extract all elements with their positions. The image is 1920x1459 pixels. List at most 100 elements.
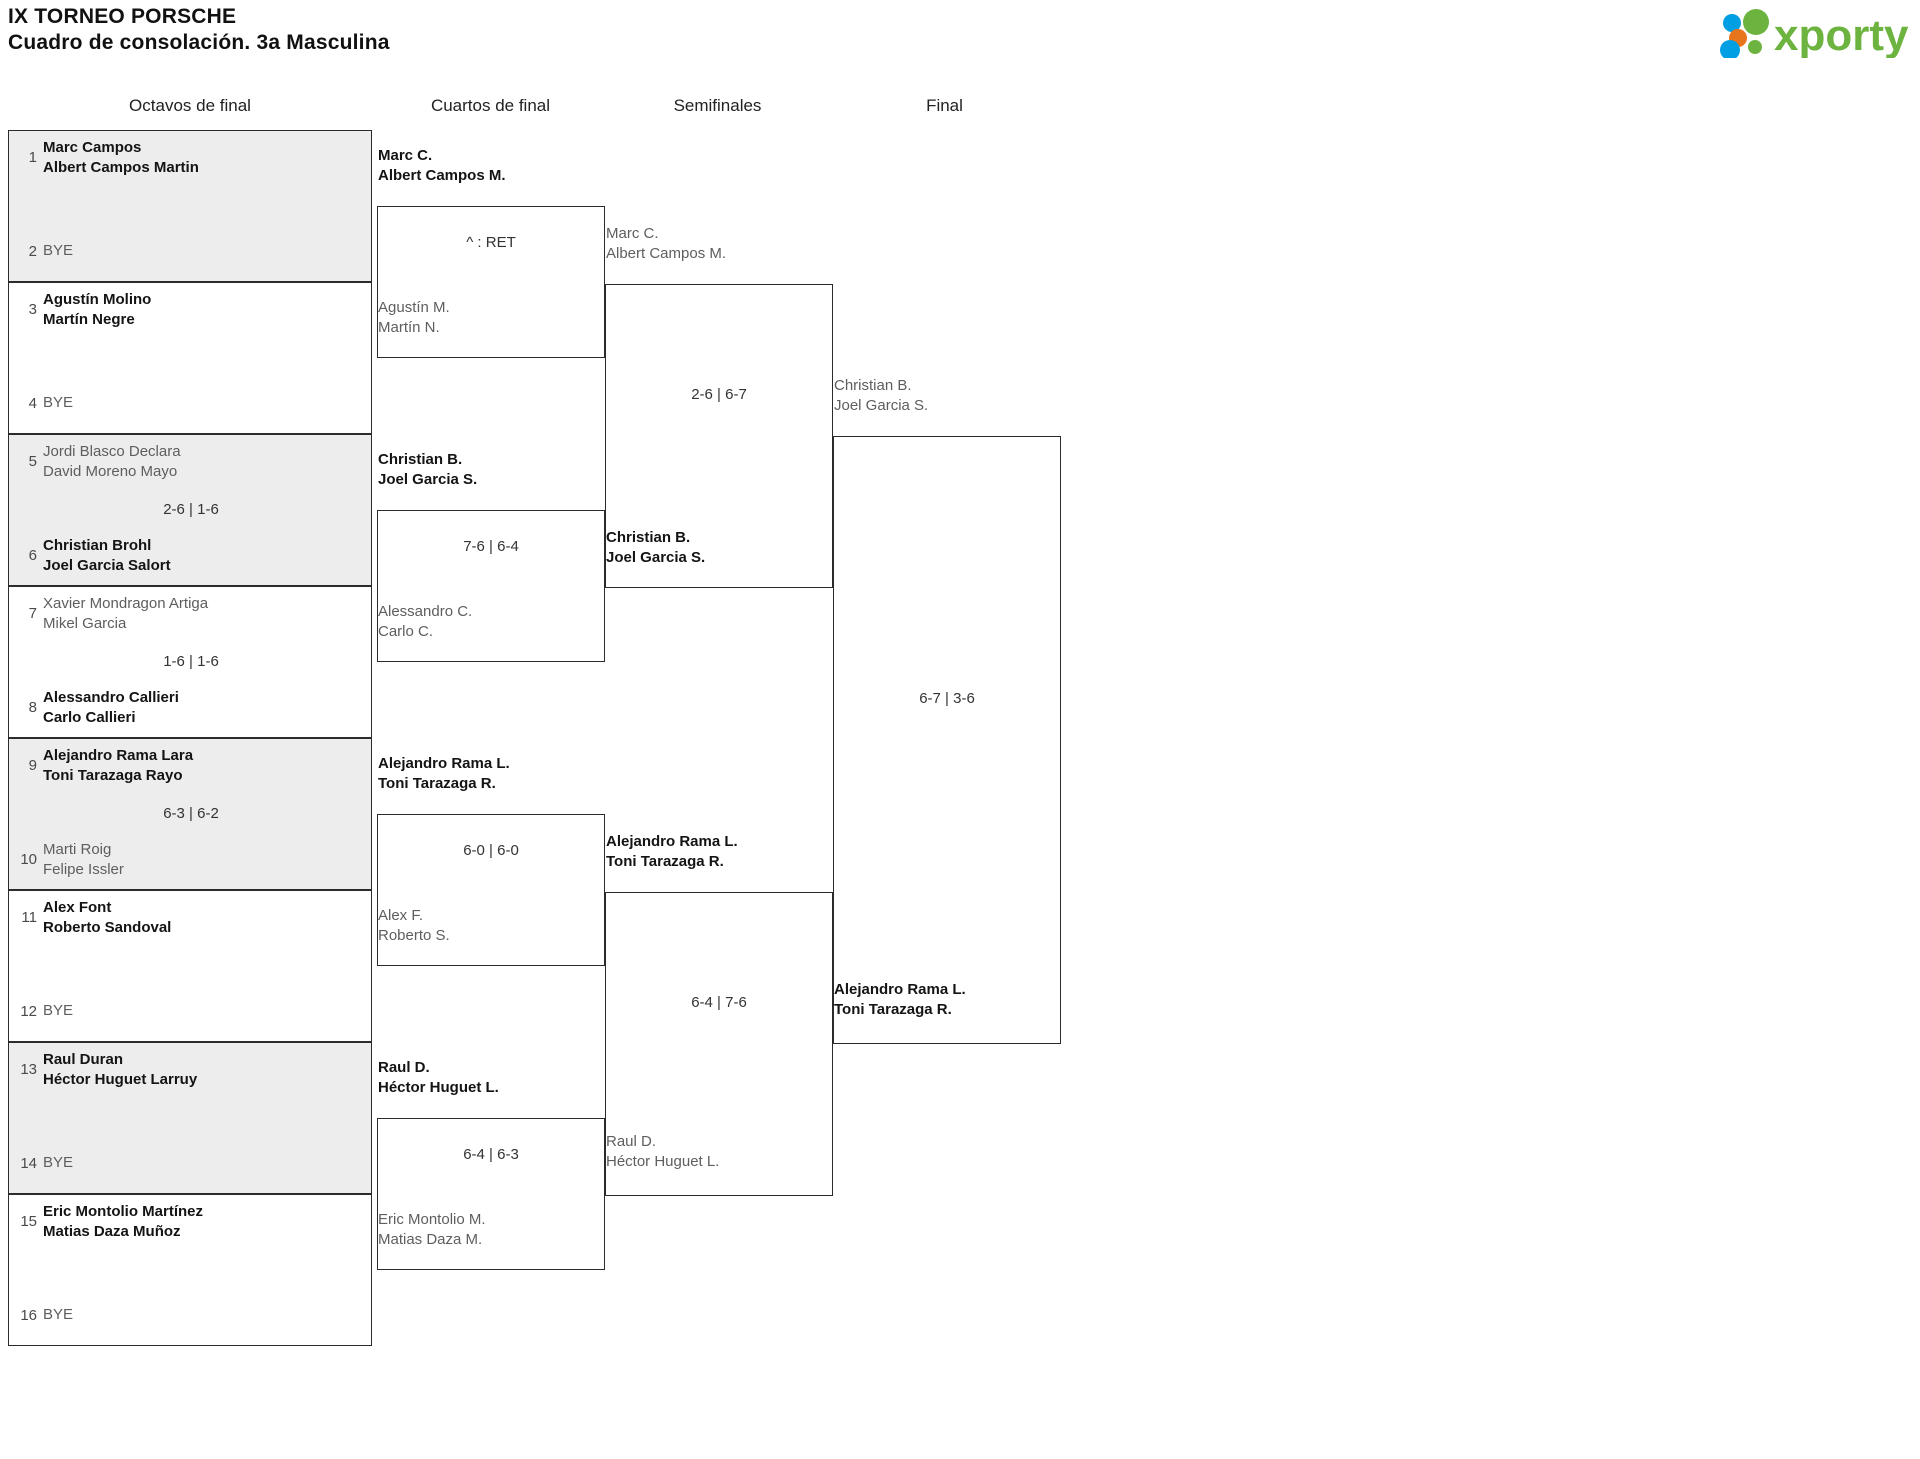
- r1-match-7[interactable]: 13 Raul Duran Héctor Huguet Larruy 14 BY…: [8, 1042, 372, 1194]
- qf-4-bottom-names[interactable]: Eric Montolio M. Matias Daza M.: [378, 1210, 486, 1250]
- sf-1-top-names[interactable]: Marc C. Albert Campos M.: [606, 224, 726, 264]
- r1-match-score: 6-3 | 6-2: [163, 805, 219, 822]
- player-line-2: Matias Daza Muñoz: [43, 1223, 181, 1240]
- tournament-name: IX TORNEO PORSCHE: [8, 5, 237, 28]
- round-heading-r16: Octavos de final: [129, 96, 251, 115]
- logo-wordmark: xporty: [1774, 11, 1909, 58]
- qf-3-score: 6-0 | 6-0: [463, 842, 519, 859]
- qf-3-bottom-names[interactable]: Alex F. Roberto S.: [378, 906, 450, 946]
- r1-slot-seed-12[interactable]: 12 BYE: [9, 991, 373, 1033]
- player-line-2: Albert Campos M.: [378, 167, 506, 184]
- player-line-2: Héctor Huguet L.: [378, 1079, 499, 1096]
- tournament-title-block: IX TORNEO PORSCHE Cuadro de consolación.…: [8, 4, 390, 56]
- player-line-1: Raul D.: [378, 1059, 430, 1076]
- player-line-1: Alejandro Rama Lara: [43, 747, 194, 764]
- player-line-2: Roberto Sandoval: [43, 919, 172, 936]
- player-line-1: Raul D.: [606, 1133, 657, 1150]
- bye-label: BYE: [43, 242, 74, 259]
- qf-2-score: 7-6 | 6-4: [463, 538, 519, 555]
- seed-number: 13: [20, 1061, 37, 1078]
- xporty-logo[interactable]: xporty: [1718, 8, 1910, 58]
- seed-number: 14: [20, 1155, 37, 1172]
- seed-number: 6: [28, 547, 37, 564]
- player-line-1: Christian Brohl: [43, 537, 152, 554]
- seed-number: 3: [28, 301, 37, 318]
- team-names: Xavier Mondragon Artiga Mikel Garcia: [43, 594, 208, 634]
- logo-dot-green-large: [1743, 9, 1769, 35]
- player-line-2: Albert Campos Martin: [43, 159, 199, 176]
- qf-4-connector: [377, 1118, 605, 1270]
- sf-2-top-names[interactable]: Alejandro Rama L. Toni Tarazaga R.: [606, 832, 738, 872]
- r1-slot-seed-8[interactable]: 8 Alessandro Callieri Carlo Callieri: [9, 687, 373, 729]
- player-line-2: Toni Tarazaga R.: [606, 853, 724, 870]
- final-top-names[interactable]: Christian B. Joel Garcia S.: [834, 376, 928, 416]
- sf-1-bottom-names[interactable]: Christian B. Joel Garcia S.: [606, 528, 705, 568]
- seed-number: 1: [28, 149, 37, 166]
- team-names: Marc Campos Albert Campos Martin: [43, 138, 199, 178]
- r1-slot-seed-6[interactable]: 6 Christian Brohl Joel Garcia Salort: [9, 535, 373, 577]
- qf-1-connector: [377, 206, 605, 358]
- r1-match-6[interactable]: 11 Alex Font Roberto Sandoval 12 BYE: [8, 890, 372, 1042]
- r1-slot-seed-11[interactable]: 11 Alex Font Roberto Sandoval: [9, 897, 373, 939]
- bye-label: BYE: [43, 1154, 74, 1171]
- team-names: Raul Duran Héctor Huguet Larruy: [43, 1050, 197, 1090]
- r1-match-8[interactable]: 15 Eric Montolio Martínez Matias Daza Mu…: [8, 1194, 372, 1346]
- player-line-2: David Moreno Mayo: [43, 463, 178, 480]
- qf-1-bottom-names[interactable]: Agustín M. Martín N.: [378, 298, 450, 338]
- player-line-2: Joel Garcia Salort: [43, 557, 171, 574]
- bye-label: BYE: [43, 394, 74, 411]
- r1-slot-seed-16[interactable]: 16 BYE: [9, 1295, 373, 1337]
- r1-slot-seed-14[interactable]: 14 BYE: [9, 1143, 373, 1185]
- r1-slot-seed-2[interactable]: 2 BYE: [9, 231, 373, 273]
- r1-slot-seed-4[interactable]: 4 BYE: [9, 383, 373, 425]
- qf-2-connector: [377, 510, 605, 662]
- player-line-2: Héctor Huguet L.: [606, 1153, 720, 1170]
- player-line-1: Marti Roig: [43, 841, 112, 858]
- player-line-1: Alessandro Callieri: [43, 689, 179, 706]
- r1-match-score: 1-6 | 1-6: [163, 653, 219, 670]
- seed-number: 10: [20, 851, 37, 868]
- r1-slot-seed-13[interactable]: 13 Raul Duran Héctor Huguet Larruy: [9, 1049, 373, 1091]
- player-line-2: Carlo C.: [378, 623, 434, 640]
- qf-2-bottom-names[interactable]: Alessandro C. Carlo C.: [378, 602, 472, 642]
- r1-slot-seed-3[interactable]: 3 Agustín Molino Martín Negre: [9, 289, 373, 331]
- r1-slot-seed-5[interactable]: 5 Jordi Blasco Declara David Moreno Mayo: [9, 441, 373, 483]
- sf-2-score: 6-4 | 7-6: [691, 994, 747, 1011]
- xporty-logo-svg: xporty: [1720, 9, 1909, 58]
- r1-slot-seed-15[interactable]: 15 Eric Montolio Martínez Matias Daza Mu…: [9, 1201, 373, 1243]
- final-bottom-names[interactable]: Alejandro Rama L. Toni Tarazaga R.: [834, 980, 966, 1020]
- player-line-2: Toni Tarazaga R.: [378, 775, 496, 792]
- player-line-1: Marc C.: [606, 225, 659, 242]
- r1-match-5[interactable]: 9 Alejandro Rama Lara Toni Tarazaga Rayo…: [8, 738, 372, 890]
- player-line-2: Joel Garcia S.: [834, 397, 929, 414]
- player-line-1: Agustín M.: [378, 299, 450, 316]
- qf-2-top-names[interactable]: Christian B. Joel Garcia S.: [378, 450, 477, 490]
- player-line-1: Alejandro Rama L.: [834, 981, 966, 998]
- player-line-1: Alex F.: [378, 907, 424, 924]
- logo-dot-green-small: [1748, 40, 1762, 54]
- player-line-1: Eric Montolio M.: [378, 1211, 486, 1228]
- r1-slot-seed-1[interactable]: 1 Marc Campos Albert Campos Martin: [9, 137, 373, 179]
- r1-slot-seed-9[interactable]: 9 Alejandro Rama Lara Toni Tarazaga Rayo: [9, 745, 373, 787]
- sf-2-bottom-names[interactable]: Raul D. Héctor Huguet L.: [606, 1132, 719, 1172]
- player-line-1: Christian B.: [606, 529, 691, 546]
- r1-match-3[interactable]: 5 Jordi Blasco Declara David Moreno Mayo…: [8, 434, 372, 586]
- qf-3-top-names[interactable]: Alejandro Rama L. Toni Tarazaga R.: [378, 754, 510, 794]
- r1-match-1[interactable]: 1 Marc Campos Albert Campos Martin 2 BYE: [8, 130, 372, 282]
- seed-number: 15: [20, 1213, 37, 1230]
- bye-label: BYE: [43, 1002, 74, 1019]
- player-line-1: Marc C.: [378, 147, 433, 164]
- r1-match-4[interactable]: 7 Xavier Mondragon Artiga Mikel Garcia 1…: [8, 586, 372, 738]
- r1-slot-seed-7[interactable]: 7 Xavier Mondragon Artiga Mikel Garcia: [9, 593, 373, 635]
- page-header: IX TORNEO PORSCHE Cuadro de consolación.…: [0, 0, 1920, 72]
- qf-1-top-names[interactable]: Marc C. Albert Campos M.: [378, 146, 506, 186]
- player-line-2: Carlo Callieri: [43, 709, 136, 726]
- r1-slot-seed-10[interactable]: 10 Marti Roig Felipe Issler: [9, 839, 373, 881]
- player-line-1: Raul Duran: [43, 1051, 124, 1068]
- tournament-subtitle: Cuadro de consolación. 3a Masculina: [8, 31, 390, 54]
- qf-4-top-names[interactable]: Raul D. Héctor Huguet L.: [378, 1058, 499, 1098]
- player-line-1: Agustín Molino: [43, 291, 152, 308]
- player-line-1: Alejandro Rama L.: [606, 833, 738, 850]
- r1-match-2[interactable]: 3 Agustín Molino Martín Negre 4 BYE: [8, 282, 372, 434]
- player-line-2: Héctor Huguet Larruy: [43, 1071, 198, 1088]
